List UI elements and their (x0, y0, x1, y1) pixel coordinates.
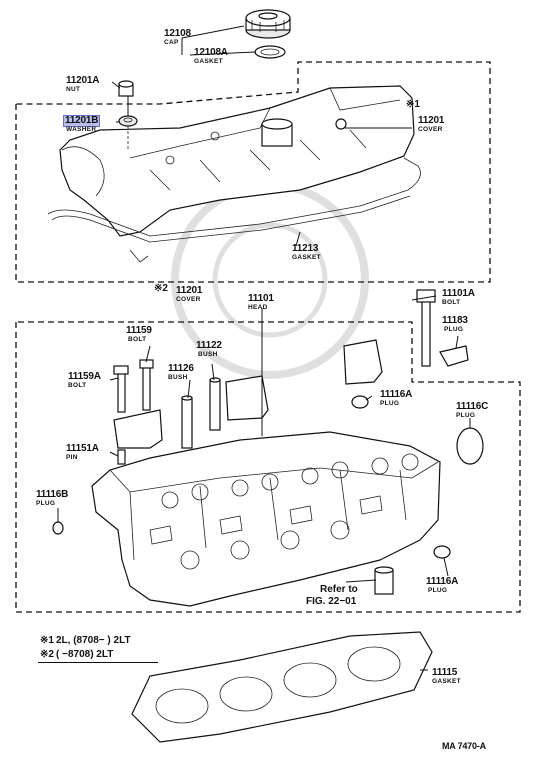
callout-11101A-number: 11101A (442, 288, 475, 299)
figure-code: MA 7470-A (442, 741, 486, 751)
oil-cap-drawing (245, 9, 291, 39)
callout-11116C-name: PLUG (456, 412, 476, 419)
callout-11115-name: GASKET (432, 678, 461, 685)
callout-11201-name: COVER (418, 126, 443, 133)
cap-gasket-inner (260, 48, 280, 56)
valve-cover-drawing (59, 85, 415, 237)
note-1-mark: ※1 (40, 635, 54, 646)
head-group-box (15, 321, 521, 613)
cylinder-head-drawing (91, 431, 441, 607)
washer-drawing (118, 115, 138, 127)
head-gasket-drawing (131, 631, 433, 743)
callout-11115-number: 11115 (432, 667, 458, 678)
callout-12108A-number: 12108A (194, 47, 228, 58)
reference-link-fig-22-01[interactable]: FIG. 22−01 (306, 596, 357, 607)
callout-11201B-number-highlighted[interactable]: 11201B (62, 115, 101, 127)
note-2-text: ( −8708) 2LT (56, 649, 114, 660)
callout-11116C-number: 11116C (456, 401, 489, 412)
cover-leaders (111, 25, 412, 247)
callout-11101-name: HEAD (248, 304, 268, 311)
notes-underline (38, 662, 158, 663)
callout-11116A-top-number: 11116A (380, 389, 413, 400)
callout-11201-cover2-name: COVER (176, 296, 201, 303)
nut-drawing (118, 80, 134, 97)
callout-11183-name: PLUG (444, 326, 464, 333)
callout-11122-number: 11122 (196, 340, 222, 351)
callout-12108-number: 12108 (164, 28, 191, 39)
callout-11183-number: 11183 (442, 315, 468, 326)
callout-11101A-name: BOLT (442, 299, 461, 306)
callout-11201A-number: 11201A (66, 75, 100, 86)
marker-1: ※1 (406, 99, 420, 110)
callout-11159-name: BOLT (128, 336, 147, 343)
callout-11201B-name: WASHER (66, 126, 97, 133)
callout-11201-number: 11201 (418, 115, 445, 126)
callout-11213-number: 11213 (292, 243, 319, 254)
reference-line-1: Refer to (320, 584, 358, 595)
callout-11159A-name: BOLT (68, 382, 87, 389)
callout-12108-name: CAP (164, 39, 179, 46)
callout-11201-cover2-number: 11201 (176, 285, 203, 296)
head-leaders (57, 295, 471, 583)
callout-11116A-top-name: PLUG (380, 400, 400, 407)
callout-12108A-name: GASKET (194, 58, 223, 65)
callout-11116B-number: 11116B (36, 489, 69, 500)
callout-11151A-name: PIN (66, 454, 78, 461)
callout-11151A-number: 11151A (66, 443, 99, 454)
callout-11213-name: GASKET (292, 254, 321, 261)
callout-11122-name: BUSH (198, 351, 218, 358)
callout-11101-number: 11101 (248, 293, 274, 304)
callout-11116A-bottom-name: PLUG (428, 587, 448, 594)
callout-11159-number: 11159 (126, 325, 152, 336)
callout-11116B-name: PLUG (36, 500, 56, 507)
callout-11126-number: 11126 (168, 363, 194, 374)
cover-gasket-drawing (47, 157, 421, 243)
head-hardware-drawing (52, 289, 484, 595)
callout-11116A-bottom-number: 11116A (426, 576, 459, 587)
note-2-mark: ※2 (40, 649, 54, 660)
marker-2: ※2 (154, 283, 168, 294)
callout-11201A-name: NUT (66, 86, 81, 93)
callout-11159A-number: 11159A (68, 371, 101, 382)
note-1-text: 2L, (8708− ) 2LT (56, 635, 131, 646)
callout-11126-name: BUSH (168, 374, 188, 381)
cap-gasket-drawing (254, 45, 286, 59)
